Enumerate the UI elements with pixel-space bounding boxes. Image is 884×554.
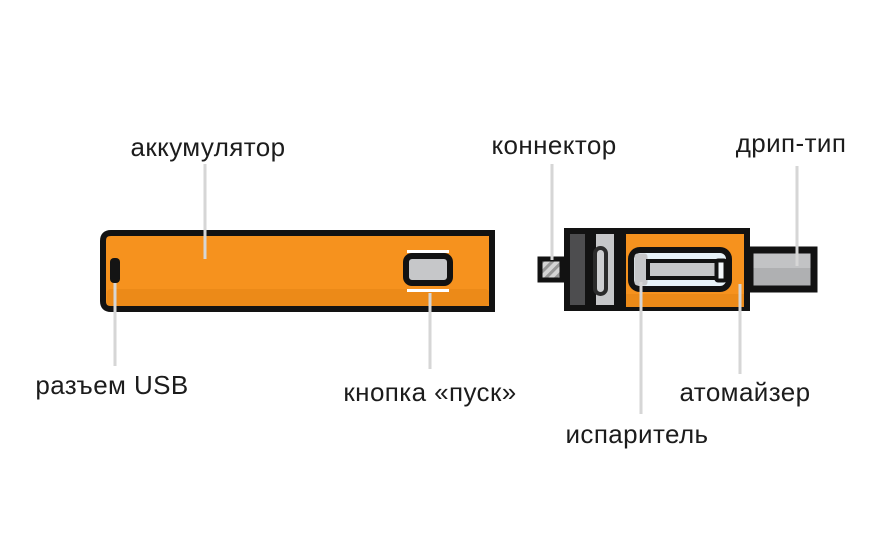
label-usb-port: разъем USB bbox=[35, 370, 189, 400]
battery-bottom-shade bbox=[107, 289, 489, 306]
label-fire-button: кнопка «пуск» bbox=[343, 377, 517, 407]
fire-button-highlight-bottom bbox=[407, 289, 449, 292]
connector-thread bbox=[537, 256, 565, 283]
label-drip-tip: дрип-тип bbox=[735, 128, 847, 158]
coil-airflow-cap bbox=[714, 258, 728, 283]
connector-slot bbox=[593, 246, 608, 296]
label-coil: испаритель bbox=[565, 419, 709, 449]
connector-collar-dark bbox=[564, 228, 591, 311]
usb-port-notch bbox=[110, 258, 120, 283]
label-atomizer: атомайзер bbox=[679, 377, 811, 407]
atomizer-bottom-shade bbox=[626, 294, 744, 307]
label-connector: коннектор bbox=[491, 130, 617, 160]
label-battery: аккумулятор bbox=[130, 132, 286, 162]
fire-button-highlight-top bbox=[407, 250, 449, 253]
fire-button bbox=[403, 253, 453, 286]
coil-tube bbox=[646, 259, 724, 280]
coil-head bbox=[634, 253, 648, 286]
